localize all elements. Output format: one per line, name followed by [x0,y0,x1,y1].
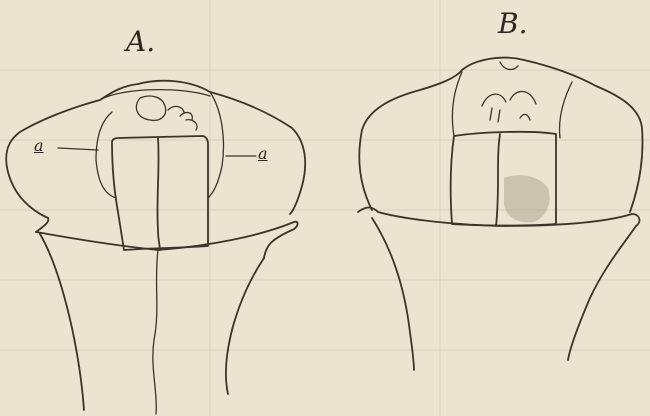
figure-b-drawing [358,58,643,370]
figure-a-central-divide [157,138,160,250]
figure-b-stalk-right [568,226,636,360]
figure-a-stalk-right [226,258,264,394]
figure-a-label: A. [126,28,155,56]
figure-a-stalk-median [153,250,158,414]
figure-a-collar-left [36,218,48,232]
figure-a-collar [36,222,298,258]
figure-b-label: B. [498,10,527,38]
figure-a-part-label-right: a [258,146,268,162]
figure-b-stain [504,175,549,222]
figure-b-stalk-left [372,218,414,370]
figure-b-head-outline [359,58,642,212]
figure-b-central-divide [496,134,500,226]
figure-b-gland-marks [490,108,530,122]
figure-a-stalk-left [40,234,84,410]
figure-a-drawing [6,81,305,414]
figure-a-part-label-left: a [34,138,44,154]
figure-b-left-lobe-contour [452,72,462,136]
figure-b-gland-left [482,94,506,106]
figure-b-crown-notch [500,62,518,69]
figure-a-left-leader [58,148,98,150]
figure-a-gland-detail [168,106,197,130]
figure-a-central-block [112,136,208,250]
figure-b-right-lobe-contour [560,82,573,138]
figure-a-gland [136,96,165,120]
figure-b-gland-right [510,91,536,104]
